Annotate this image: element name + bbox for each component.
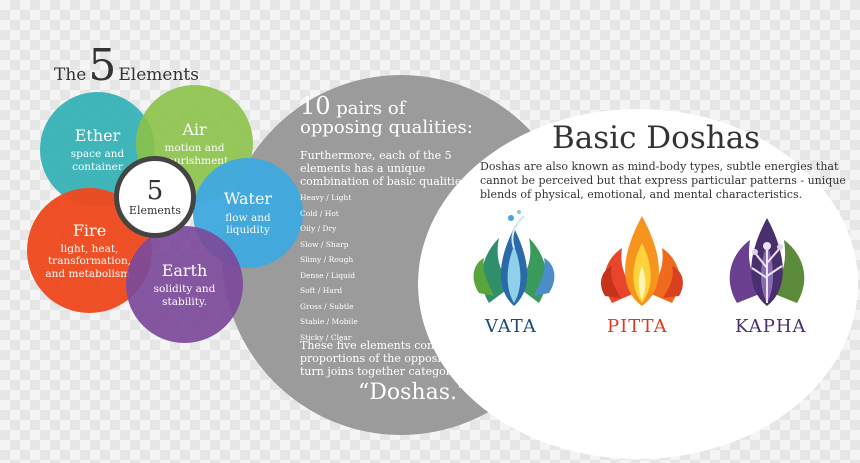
center-label: Elements <box>128 203 182 217</box>
five-elements-title: The 5 Elements <box>54 40 199 91</box>
quality-item: Soft / Hard <box>300 286 343 295</box>
pairs-closing: These five elements containing differing… <box>300 339 527 378</box>
pairs-title-line2: opposing qualities: <box>300 117 473 138</box>
title-number: 5 <box>88 40 117 91</box>
quality-item: Oily / Dry <box>300 224 337 233</box>
pairs-number: 10 <box>300 92 331 120</box>
dosha-label-kapha: KAPHA <box>735 316 807 337</box>
quality-item: Dense / Liquid <box>300 270 356 280</box>
doshas-title: Basic Doshas <box>552 120 761 156</box>
element-desc: flow and liquidity <box>225 211 271 237</box>
quality-item: Slimy / Rough <box>300 255 354 264</box>
doshas-description: Doshas are also known as mind-body types… <box>480 160 846 201</box>
air-flame-icon <box>473 210 555 306</box>
element-name: Fire <box>72 220 107 240</box>
quality-item: Stable / Mobile <box>300 317 358 326</box>
center-number: 5 <box>146 175 164 206</box>
title-prefix: The <box>54 65 87 85</box>
fire-flame-icon <box>601 216 683 306</box>
center-elements-badge: 5 Elements <box>114 156 196 238</box>
pairs-intro: Furthermore, each of the 5 elements has … <box>300 149 471 188</box>
qualities-list: Heavy / Light Cold / Hot Oily / Dry Slow… <box>300 190 358 345</box>
title-suffix: Elements <box>118 65 199 85</box>
dosha-label-pitta: PITTA <box>607 316 668 337</box>
element-name: Ether <box>74 125 121 145</box>
element-name: Earth <box>161 260 208 280</box>
quality-item: Slow / Sharp <box>300 239 349 249</box>
element-name: Water <box>223 189 273 209</box>
quality-item: Sticky / Clear <box>300 332 352 342</box>
element-name: Air <box>182 119 207 139</box>
quality-item: Heavy / Light <box>300 193 352 202</box>
pairs-heading: 10 pairs of opposing qualities: <box>300 94 520 138</box>
pairs-title-rest: pairs of <box>336 98 406 119</box>
dosha-label-vata: VATA <box>485 316 537 337</box>
element-desc: solidity and stability. <box>153 283 216 308</box>
element-earth: Earth solidity and stability. <box>126 226 243 343</box>
quality-item: Gross / Subtle <box>300 301 354 311</box>
element-desc: space and container <box>70 148 125 173</box>
element-desc: light, heat, transformation, and metabol… <box>45 242 134 280</box>
quality-item: Cold / Hot <box>300 208 339 218</box>
tree-flame-icon <box>729 218 805 306</box>
doshas-word: “Doshas.” <box>358 380 469 405</box>
